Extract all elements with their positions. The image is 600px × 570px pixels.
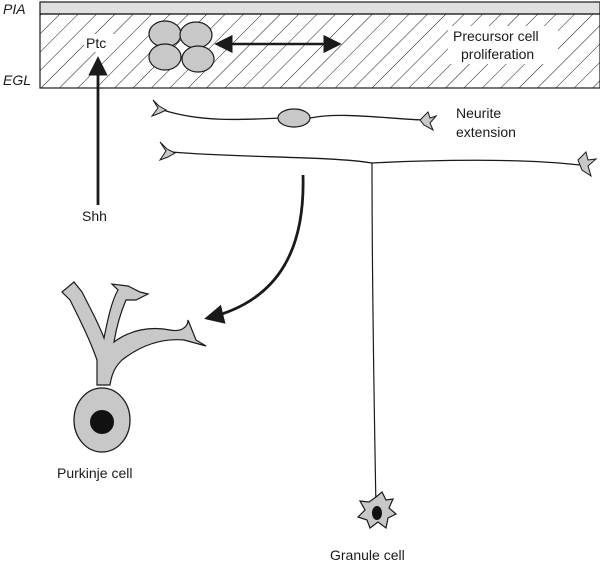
parallel-fiber-left bbox=[171, 151, 373, 164]
precursor-cell bbox=[148, 20, 182, 48]
precursor-label-bg bbox=[448, 26, 558, 64]
parallel-fiber bbox=[158, 141, 598, 178]
ptc-label-bg bbox=[84, 34, 114, 52]
growth-cone-right bbox=[419, 111, 438, 132]
purkinje-cell bbox=[61, 281, 207, 453]
pia-label: PIA bbox=[3, 1, 26, 17]
egl-label: EGL bbox=[3, 72, 31, 88]
granule-cell-label: Granule cell bbox=[330, 547, 405, 563]
growth-cone-left bbox=[150, 99, 168, 118]
precursor-cell bbox=[181, 45, 215, 73]
parallel-fiber-right bbox=[371, 159, 581, 166]
granule-cell-nucleus bbox=[372, 506, 382, 520]
purkinje-cell-label: Purkinje cell bbox=[57, 465, 132, 481]
neurite-label-line2: extension bbox=[456, 124, 516, 140]
precursor-label-line1: Precursor cell bbox=[453, 28, 539, 44]
migrating-cell bbox=[150, 99, 438, 132]
neurite-label-line1: Neurite bbox=[456, 105, 501, 121]
shh-label: Shh bbox=[82, 208, 107, 224]
neurite-right bbox=[309, 114, 423, 121]
precursor-cell bbox=[179, 21, 213, 49]
purkinje-cell-nucleus bbox=[90, 410, 114, 434]
ptc-label: Ptc bbox=[86, 35, 106, 51]
granule-cell bbox=[356, 491, 398, 530]
curved-signal-arrow bbox=[204, 174, 305, 324]
purkinje-dendrite bbox=[61, 281, 207, 386]
growth-cone-left bbox=[158, 141, 177, 162]
pia-layer bbox=[39, 1, 600, 15]
growth-cone-right bbox=[577, 151, 598, 178]
precursor-cell-cluster bbox=[148, 20, 215, 73]
granule-axon bbox=[371, 162, 377, 509]
precursor-label-line2: proliferation bbox=[461, 46, 534, 62]
precursor-cell bbox=[148, 43, 182, 71]
neurite-left bbox=[162, 109, 281, 121]
migrating-cell-body bbox=[277, 108, 311, 128]
